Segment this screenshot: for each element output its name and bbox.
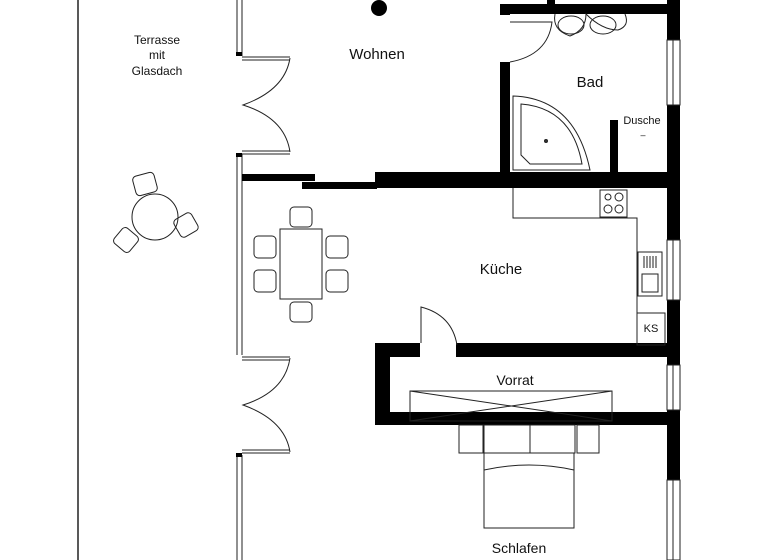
- kitchen-counter: [512, 188, 638, 345]
- left-facade: [236, 0, 243, 560]
- windows: [666, 39, 681, 560]
- terrace-door-bottom[interactable]: [241, 356, 291, 454]
- fridge-label: KS: [644, 323, 659, 335]
- walls: [242, 0, 680, 480]
- shower-mark: –: [640, 130, 645, 140]
- terrace-table: [113, 171, 199, 253]
- ceiling-lamp: [371, 0, 387, 16]
- room-label-bedroom: Schlafen: [492, 540, 546, 556]
- bath-door[interactable]: [509, 21, 553, 63]
- room-label-shower: Dusche: [623, 115, 660, 127]
- room-label-bath: Bad: [577, 74, 604, 91]
- room-label-pantry: Vorrat: [496, 372, 533, 388]
- corner-bathtub: [512, 95, 591, 171]
- kitchen-sink: [637, 251, 663, 297]
- fridge: [636, 312, 666, 346]
- room-label-kitchen: Küche: [480, 261, 523, 278]
- pantry-door[interactable]: [420, 306, 458, 346]
- double-bed: [458, 424, 600, 529]
- room-label-living: Wohnen: [349, 46, 405, 63]
- pantry-shelf: [409, 390, 613, 422]
- double-sink: [554, 12, 627, 37]
- dining-table: [253, 206, 349, 323]
- room-label-terrace-2: mit: [149, 48, 166, 62]
- room-label-terrace-3: Glasdach: [132, 64, 183, 78]
- room-label-terrace-1: Terrasse: [134, 33, 180, 47]
- terrace-door-top[interactable]: [241, 56, 291, 155]
- stove: [599, 189, 628, 218]
